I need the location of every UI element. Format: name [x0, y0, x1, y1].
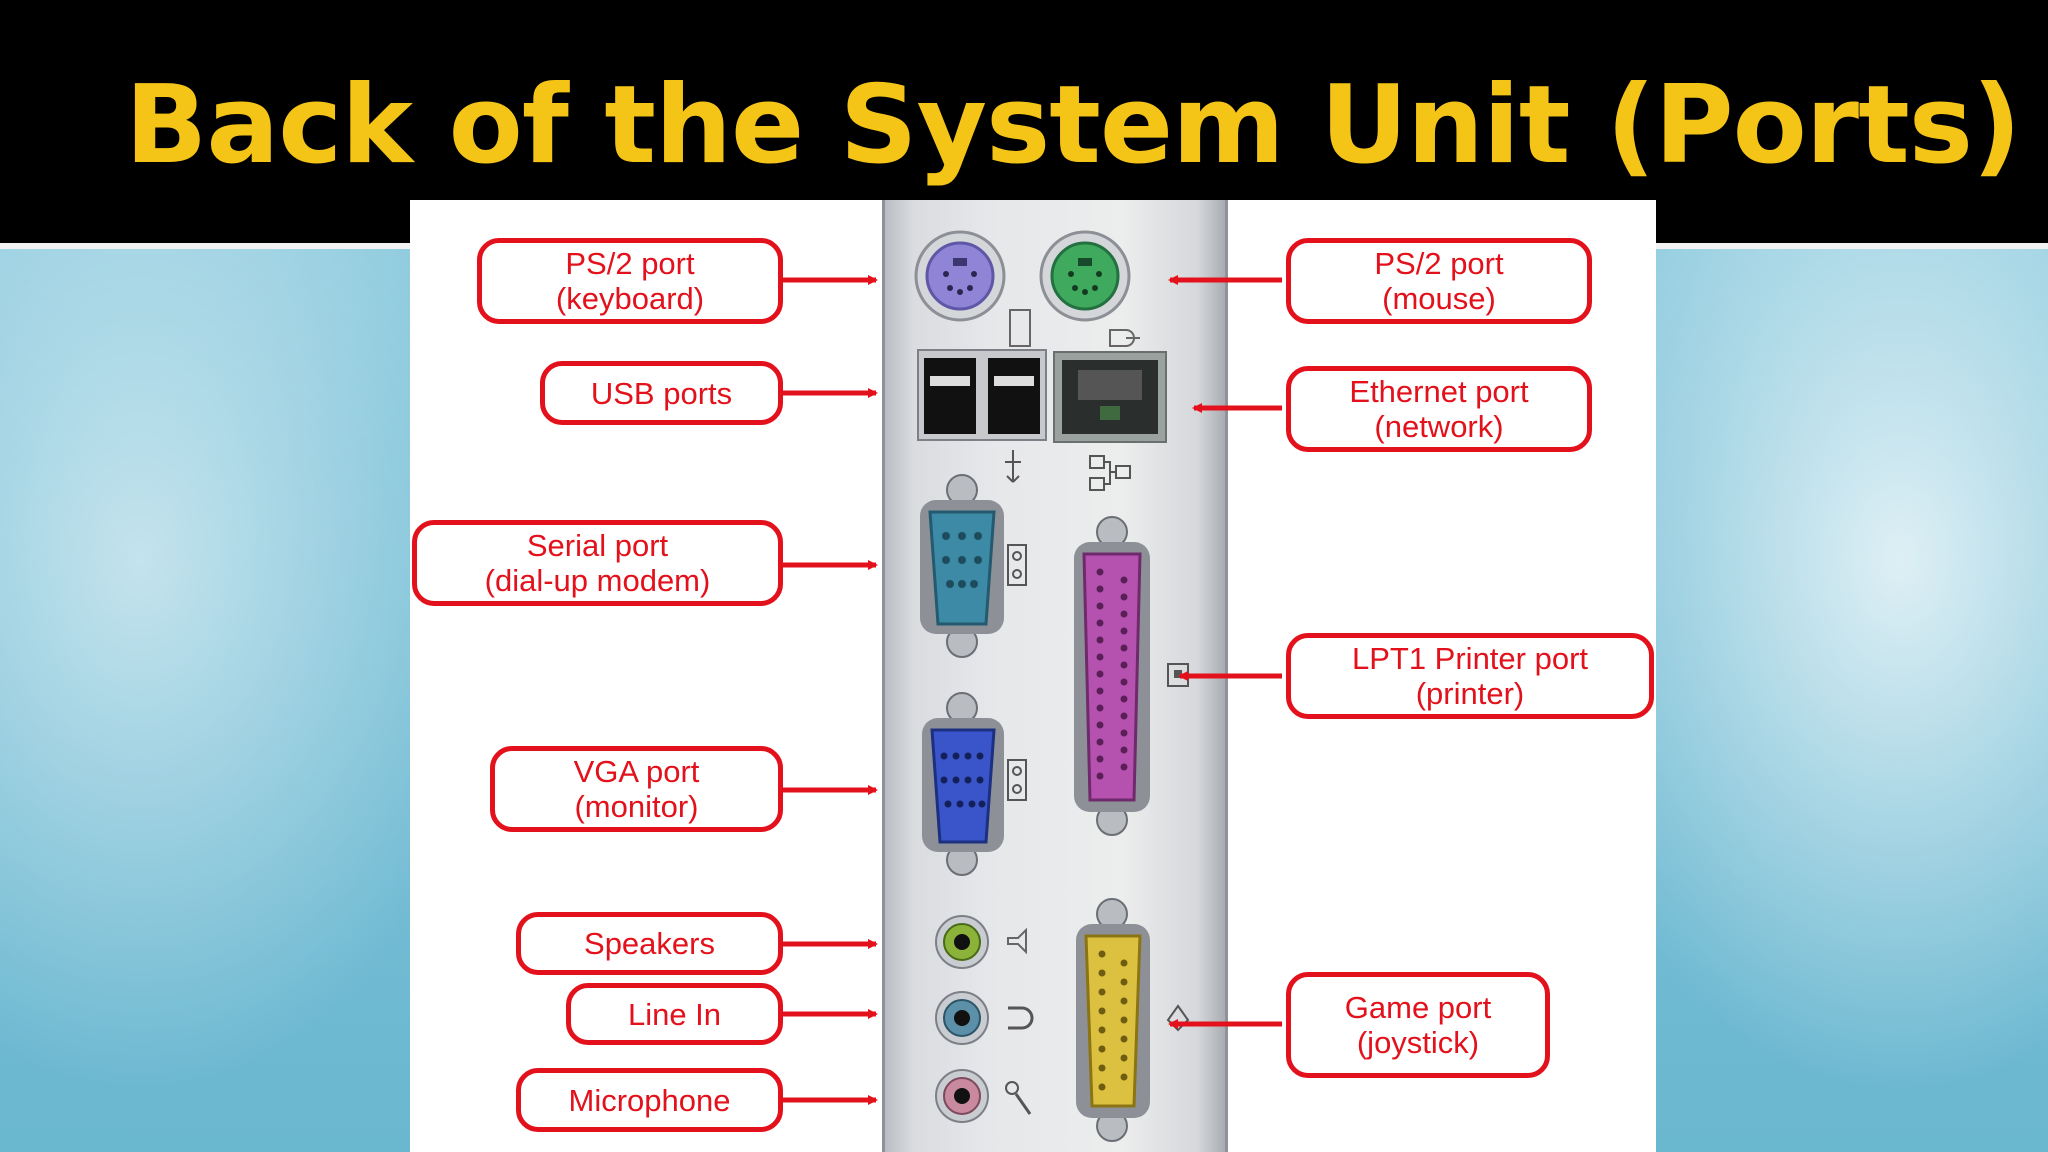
line-in-jack — [935, 991, 989, 1045]
callout-ps2-keyboard-line2: (keyboard) — [555, 281, 705, 316]
callout-lpt1-line2: (printer) — [1415, 676, 1525, 711]
callout-line-in-line1: Line In — [627, 996, 722, 1032]
serial-symbol-icon — [1007, 544, 1027, 586]
callout-serial-line1: Serial port — [526, 528, 669, 563]
callout-lpt1-line1: LPT1 Printer port — [1351, 641, 1589, 676]
usb-ports — [917, 349, 1047, 441]
slide-title: Back of the System Unit (Ports) — [125, 63, 2021, 188]
callout-ps2-mouse: PS/2 port (mouse) — [1286, 238, 1592, 324]
callout-usb: USB ports — [540, 361, 783, 425]
callout-ethernet-line2: (network) — [1374, 409, 1504, 444]
callout-vga-line1: VGA port — [573, 754, 700, 789]
callout-ps2-keyboard-line1: PS/2 port — [565, 246, 695, 281]
speakers-jack — [935, 915, 989, 969]
callout-serial: Serial port (dial-up modem) — [412, 520, 783, 606]
callout-speakers-line1: Speakers — [584, 926, 715, 961]
callout-usb-line1: USB ports — [590, 375, 733, 411]
callout-vga: VGA port (monitor) — [490, 746, 783, 832]
callout-serial-line2: (dial-up modem) — [484, 563, 711, 598]
callout-ps2-mouse-line2: (mouse) — [1382, 281, 1496, 316]
ethernet-port — [1053, 351, 1167, 443]
microphone-jack — [935, 1069, 989, 1123]
callout-ethernet-line1: Ethernet port — [1349, 374, 1529, 409]
callout-ps2-mouse-line1: PS/2 port — [1374, 246, 1504, 281]
line-in-symbol-icon — [1008, 1006, 1034, 1030]
keyboard-symbol-icon — [1009, 309, 1031, 347]
parallel-port — [1074, 516, 1150, 836]
mouse-symbol-icon — [1109, 329, 1140, 347]
callout-game: Game port (joystick) — [1286, 972, 1550, 1078]
ps2-mouse-port — [1039, 230, 1131, 322]
callout-vga-line2: (monitor) — [574, 789, 699, 824]
monitor-symbol-icon — [1007, 759, 1027, 801]
microphone-symbol-icon — [1005, 1081, 1032, 1115]
serial-port — [920, 474, 1004, 658]
callout-ps2-keyboard: PS/2 port (keyboard) — [477, 238, 783, 324]
speaker-symbol-icon — [1007, 927, 1027, 955]
callout-ethernet: Ethernet port (network) — [1286, 366, 1592, 452]
callout-arrows — [782, 275, 1282, 1105]
callout-speakers: Speakers — [516, 912, 783, 975]
ports-illustration — [782, 230, 1282, 1142]
network-symbol-icon — [1089, 455, 1131, 491]
callout-game-line1: Game port — [1344, 990, 1492, 1025]
callout-microphone: Microphone — [516, 1068, 783, 1132]
ps2-keyboard-port — [914, 230, 1006, 322]
usb-symbol-icon — [1005, 450, 1021, 483]
callout-microphone-line1: Microphone — [568, 1082, 731, 1118]
ports-diagram: PS/2 port (keyboard) PS/2 port (mouse) U… — [410, 200, 1656, 1152]
callout-game-line2: (joystick) — [1356, 1025, 1480, 1060]
callout-lpt1: LPT1 Printer port (printer) — [1286, 633, 1654, 719]
game-port — [1076, 898, 1150, 1142]
callout-line-in: Line In — [566, 983, 783, 1045]
vga-port — [922, 692, 1004, 876]
